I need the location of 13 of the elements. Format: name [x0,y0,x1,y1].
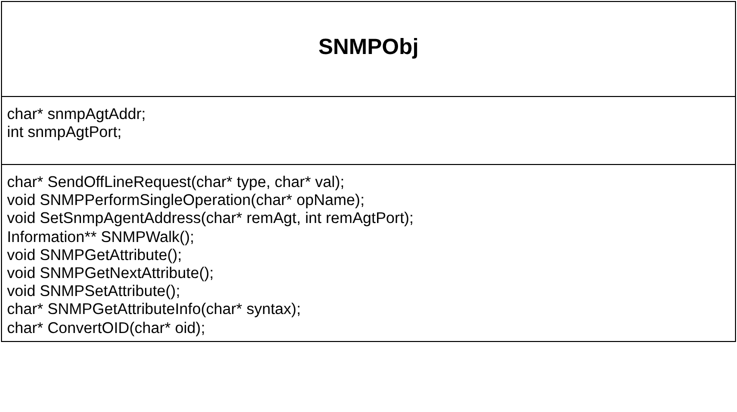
class-box [1,1,736,342]
attribute-text: int snmpAgtPort; [7,124,122,142]
method-signature: void SetSnmpAgentAddress(char* remAgt, int remAgtPort); [7,210,414,229]
class-name: SNMPObj [317,38,420,56]
attribute-text: char* snmpAgtAddr; [7,106,146,124]
method-signature: Information** SNMPWalk(); [7,228,194,247]
method-signature: void SNMPSetAttribute(); [7,283,180,302]
method-signature: char* SendOffLineRequest(char* type, char* val); [7,174,344,192]
method-signature: void SNMPGetAttribute(); [7,246,182,265]
method-signature: void SNMPGetNextAttribute(); [7,265,214,284]
method-signature: char* ConvertOID(char* oid); [7,320,206,338]
method-signature: char* SNMPGetAttributeInfo(char* syntax); [7,301,301,320]
method-signature: void SNMPPerformSingleOperation(char* opName); [7,192,365,210]
